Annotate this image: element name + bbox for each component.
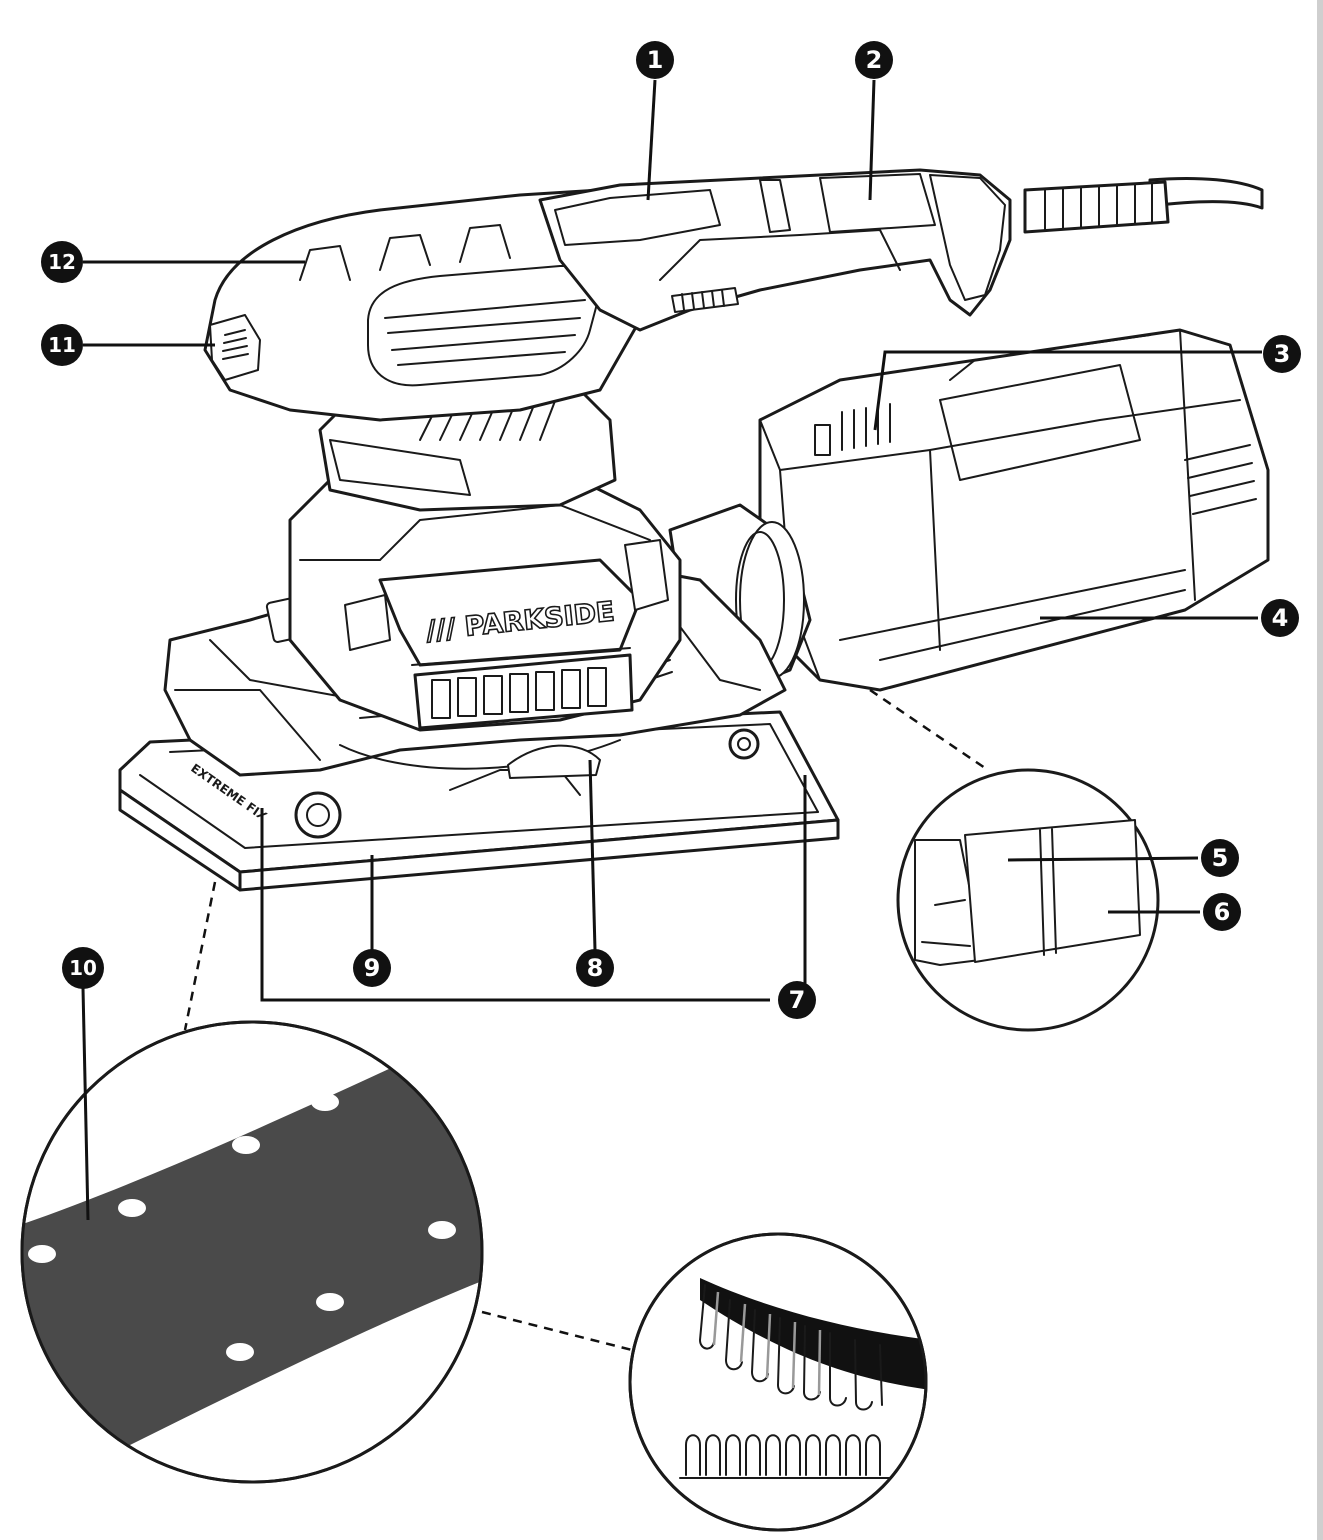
callout-8-label: 8 (587, 954, 604, 982)
callout-6: 6 (1203, 893, 1241, 931)
callout-2-label: 2 (866, 46, 883, 74)
callout-4-label: 4 (1272, 604, 1289, 632)
hook-loop-detail-circle (628, 1232, 928, 1532)
callout-7: 7 (778, 981, 816, 1019)
callout-12-label: 12 (48, 250, 76, 274)
callout-12: 12 (41, 241, 83, 283)
handle (203, 188, 662, 422)
rear-grip (538, 168, 1012, 332)
callout-9: 9 (353, 949, 391, 987)
dust-box (758, 328, 1270, 692)
callout-5-label: 5 (1212, 844, 1229, 872)
leader-lines (81, 79, 1262, 1221)
callout-10-label: 10 (69, 956, 97, 980)
callout-2: 2 (855, 41, 893, 79)
callout-3: 3 (1263, 335, 1301, 373)
callout-6-label: 6 (1214, 898, 1231, 926)
sandpaper-detail-circle (20, 1020, 484, 1484)
callout-5: 5 (1201, 839, 1239, 877)
callout-4: 4 (1261, 599, 1299, 637)
callout-10: 10 (62, 947, 104, 989)
callout-8: 8 (576, 949, 614, 987)
callout-3-label: 3 (1274, 340, 1291, 368)
callout-11-label: 11 (48, 333, 76, 357)
filter-detail-circle (896, 768, 1160, 1032)
callout-9-label: 9 (364, 954, 381, 982)
detail-connectors (183, 688, 986, 1352)
motor-housing: /// PARKSIDE (288, 468, 682, 732)
callout-11: 11 (41, 324, 83, 366)
callout-7-label: 7 (789, 986, 806, 1014)
callout-1: 1 (636, 41, 674, 79)
page-edge (1317, 0, 1323, 1540)
power-cord (1023, 176, 1264, 234)
callout-1-label: 1 (647, 46, 664, 74)
